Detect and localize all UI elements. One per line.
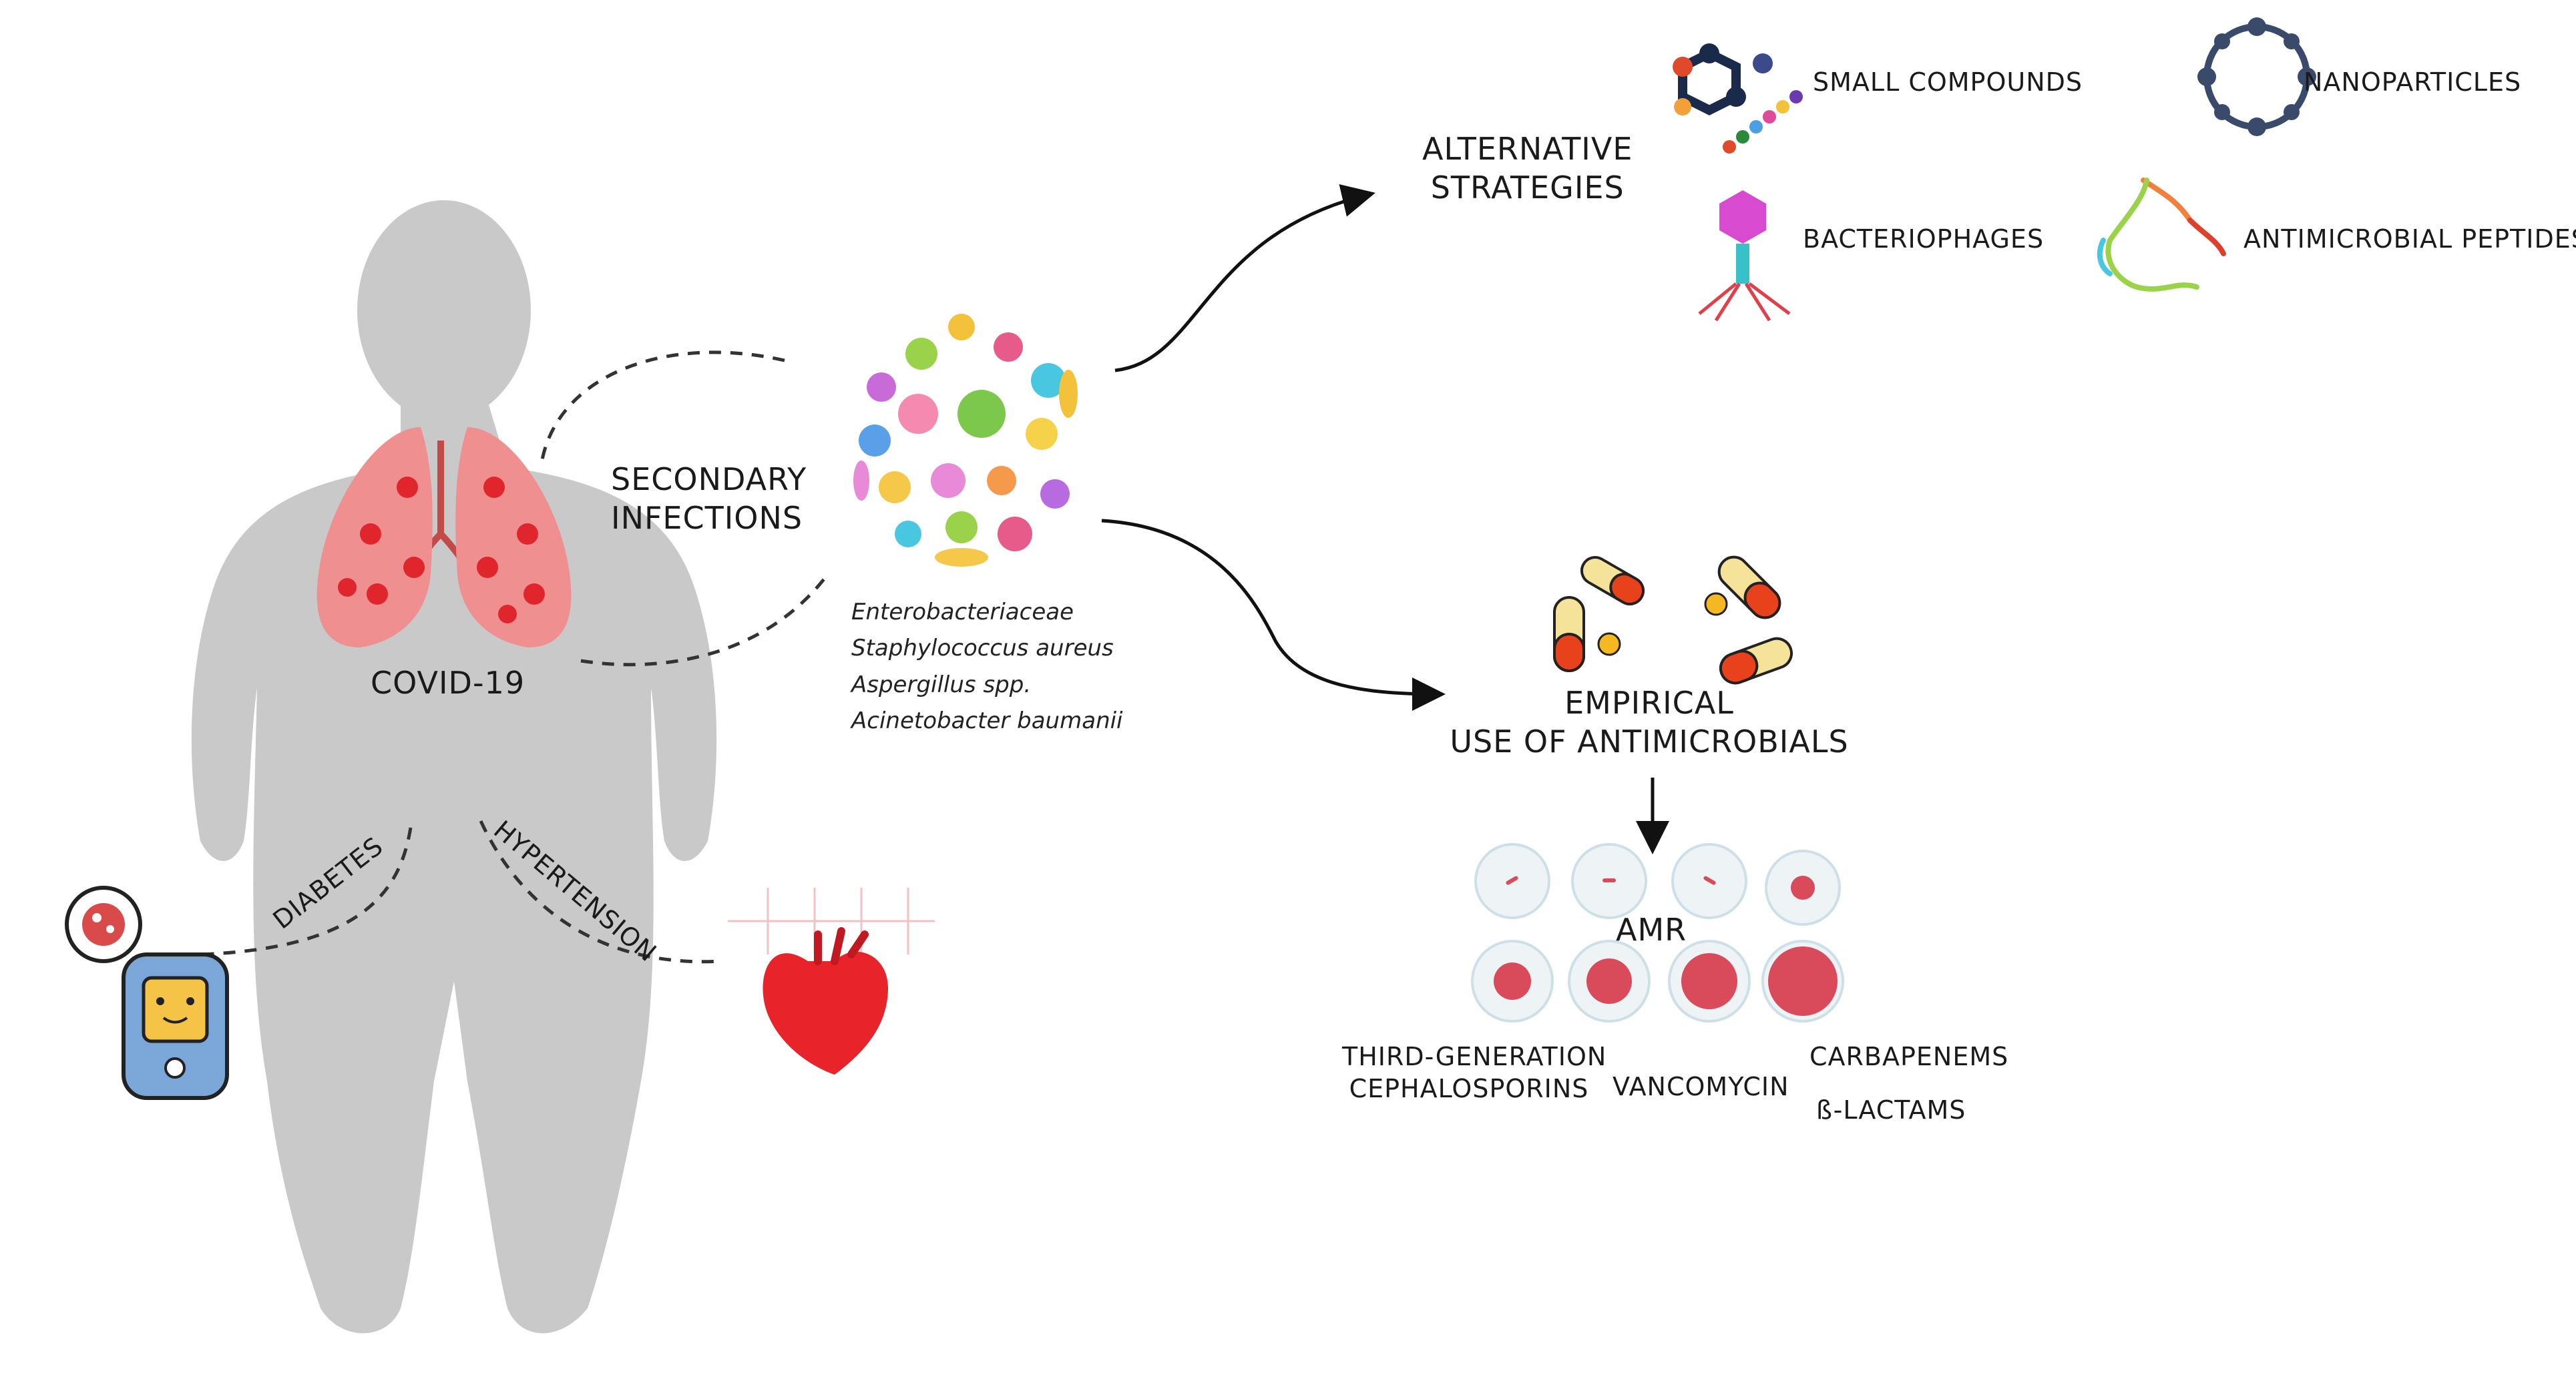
alternative-strategies-label: ALTERNATIVE STRATEGIES	[1422, 130, 1633, 207]
arrow-to-alternative	[1114, 184, 1375, 372]
organism-list: Enterobacteriaceae Staphylococcus aureus…	[851, 594, 1123, 740]
vancomycin-label: VANCOMYCIN	[1613, 1072, 1789, 1101]
secondary-infections-label: SECONDARY INFECTIONS	[611, 461, 807, 537]
empirical-label: EMPIRICAL USE OF ANTIMICROBIALS	[1449, 684, 1850, 761]
organism-2: Staphylococcus aureus	[851, 635, 1114, 662]
carbapenems-label: CARBAPENEMS	[1809, 1042, 2009, 1071]
alt-line1: ALTERNATIVE	[1422, 131, 1633, 167]
molecule-icon	[1673, 43, 1803, 154]
third-gen-line1: THIRD-GENERATION	[1342, 1042, 1607, 1071]
arrow-to-empirical	[1101, 519, 1446, 711]
antimicrobial-peptides-label: ANTIMICROBIAL PEPTIDES	[2243, 224, 2576, 254]
organism-4: Acinetobacter baumanii	[851, 708, 1123, 735]
bacteriophage-icon	[1698, 190, 1791, 322]
microbes-cluster-icon	[841, 307, 1095, 567]
amr-label: AMR	[1616, 912, 1687, 948]
secondary-line2: INFECTIONS	[611, 499, 803, 536]
body-silhouette-icon	[191, 200, 717, 1334]
petri-dish-icon	[1471, 843, 1844, 1023]
lungs-icon	[316, 427, 572, 647]
nanoparticle-icon	[2197, 17, 2316, 136]
organism-1: Enterobacteriaceae	[851, 599, 1074, 625]
bacteriophages-label: BACTERIOPHAGES	[1803, 224, 2045, 254]
third-gen-line2: CEPHALOSPORINS	[1349, 1073, 1589, 1103]
empirical-line1: EMPIRICAL	[1564, 685, 1734, 721]
capsule-icon	[1553, 555, 1793, 685]
beta-lactams-label: ß-LACTAMS	[1816, 1095, 1966, 1125]
secondary-line1: SECONDARY	[611, 461, 807, 497]
alt-line2: STRATEGIES	[1430, 169, 1625, 206]
empirical-line2: USE OF ANTIMICROBIALS	[1450, 723, 1849, 760]
small-compounds-label: SMALL COMPOUNDS	[1813, 67, 2083, 97]
organism-3: Aspergillus spp.	[851, 671, 1032, 698]
covid-label: COVID-19	[371, 665, 525, 701]
third-gen-label: THIRD-GENERATION CEPHALOSPORINS	[1342, 1041, 1607, 1105]
nanoparticles-label: NANOPARTICLES	[2304, 67, 2522, 97]
dashed-connectors	[200, 350, 829, 964]
heart-icon	[728, 888, 935, 1075]
glucometer-icon	[65, 886, 229, 1100]
peptide-icon	[2097, 178, 2226, 292]
